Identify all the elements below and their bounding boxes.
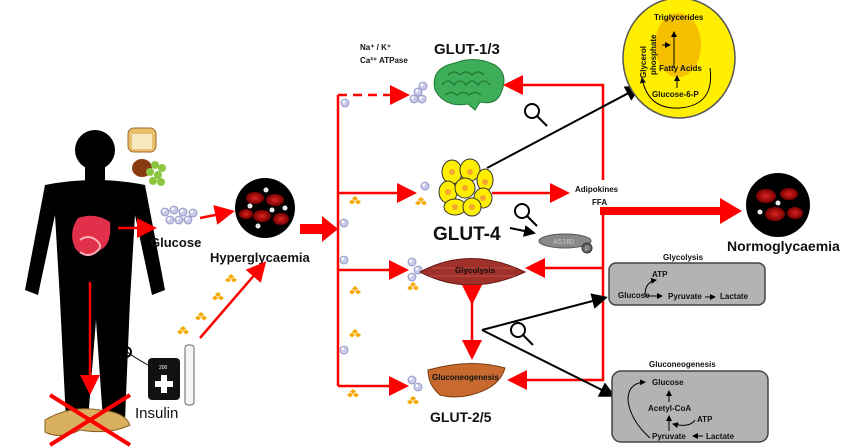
hyperglycaemia-label: Hyperglycaemia <box>210 250 310 265</box>
lactate-label: Lactate <box>720 292 749 301</box>
pump-display: 200 <box>159 365 168 371</box>
glucose-label: Glucose <box>652 378 684 387</box>
adipocytes-icon <box>438 158 494 217</box>
glut13-label: GLUT-1/3 <box>434 41 500 58</box>
glut25-label: GLUT-2/5 <box>430 409 492 425</box>
pyruvate-label: Pyruvate <box>668 292 702 301</box>
glucose-insulin-dots <box>339 81 430 405</box>
phospho-label: P <box>585 247 589 253</box>
triglycerides-label: Triglycerides <box>654 13 704 22</box>
liver-gluconeogenesis-label: Gluconeogenesis <box>432 373 499 382</box>
hyperglycaemia-blood-icon <box>235 178 295 238</box>
muscle-glycolysis-label: Glycolysis <box>455 266 496 275</box>
as160-label: AS160 <box>553 239 574 246</box>
insulin-pump-icon: 200 <box>120 344 195 406</box>
glucose-molecules-icon <box>160 205 198 225</box>
fatty-acids-label: Fatty Acids <box>659 64 702 73</box>
food-icon <box>127 127 166 186</box>
phosphate-label: phosphate <box>649 34 658 75</box>
normalisation-arrow <box>600 198 742 224</box>
ion-pumps-label-2: Ca²⁺ ATPase <box>360 56 408 65</box>
brain-icon <box>433 59 505 111</box>
magnifier-icon <box>514 203 538 227</box>
atp-label: ATP <box>697 415 713 424</box>
atp-label: ATP <box>652 270 668 279</box>
magnifier-icon <box>510 322 534 346</box>
liver-icon <box>427 362 506 398</box>
glycolysis-panel: Glycolysis ATP Glucose Pyruvate Lactate <box>608 253 766 306</box>
glucose-label: Glucose <box>150 235 201 250</box>
insulin-label: Insulin <box>135 405 178 422</box>
adipocyte-pathway-panel: Triglycerides Glycerol phosphate Fatty A… <box>622 0 736 119</box>
muscle-icon <box>418 258 527 286</box>
pancreas-crossed-icon <box>44 393 132 447</box>
as160-protein-icon: AS160 P <box>538 233 593 254</box>
human-silhouette <box>25 130 165 420</box>
lactate-label: Lactate <box>706 432 735 441</box>
normoglycaemia-label: Normoglycaemia <box>727 238 840 254</box>
magnifier-icon <box>524 103 548 127</box>
pyruvate-label: Pyruvate <box>652 432 686 441</box>
ion-pumps-label-1: Na⁺ / K⁺ <box>360 43 391 52</box>
glut4-label: GLUT-4 <box>433 224 501 245</box>
glucose-label: Glucose <box>618 291 650 300</box>
glucose6p-label: Glucose-6-P <box>652 90 699 99</box>
glycolysis-title: Glycolysis <box>663 253 704 262</box>
normoglycaemia-blood-icon <box>746 173 810 237</box>
gluconeogenesis-panel: Gluconeogenesis Glucose Acetyl-CoA ATP P… <box>611 360 769 443</box>
glycerol-label: Glycerol <box>639 46 648 78</box>
acetylcoa-label: Acetyl-CoA <box>648 404 691 413</box>
adipokines-label: Adipokines <box>575 185 619 194</box>
ffa-label: FFA <box>592 198 607 207</box>
gluconeogenesis-title: Gluconeogenesis <box>649 360 716 369</box>
